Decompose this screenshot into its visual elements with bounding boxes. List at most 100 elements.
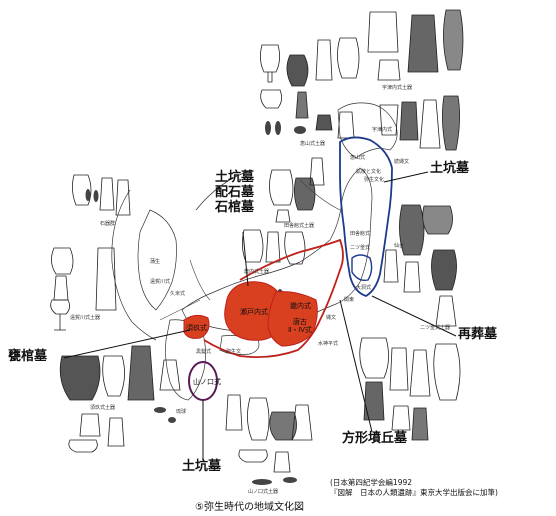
pottery-jar	[273, 451, 291, 473]
note-kunugi: 須玖式土器	[90, 405, 116, 411]
map-line	[189, 259, 211, 301]
note-tomoi: 田舎館式土器	[284, 223, 315, 229]
culture-yamanokuchi: 山ノ口式	[193, 378, 221, 386]
citation-line-1: (日本第四紀学会編1992	[330, 478, 413, 487]
pottery-jar	[367, 11, 399, 53]
kanto-small-boundary	[351, 254, 373, 282]
pottery-jar	[99, 177, 115, 211]
pottery-jar	[291, 404, 313, 441]
culture-karako: 唐古 Ⅱ・Ⅳ式	[288, 318, 312, 335]
pottery-bowl	[260, 89, 282, 109]
pottery-jar	[309, 157, 325, 186]
label-dokoubo-right: 土坑墓	[430, 161, 470, 176]
leader-line-right-mid	[371, 295, 457, 337]
pottery-jar	[411, 407, 429, 441]
pottery-jar	[431, 249, 457, 291]
map-line	[299, 179, 341, 211]
note-sendai: 仙台	[394, 243, 405, 249]
leader-line-bottom-right	[339, 299, 373, 433]
pottery-jar	[433, 343, 461, 401]
note-kume: 久米式	[170, 291, 186, 297]
note-yayoi-bunka: 弥生文化	[364, 177, 385, 183]
pottery-bowl	[68, 439, 98, 453]
pottery-jar	[403, 261, 421, 293]
north-culture-boundary	[339, 136, 393, 297]
note-kome: 黒髪式	[196, 349, 212, 355]
note-nimata: 二ツ釜式	[350, 245, 371, 251]
pottery-jar	[115, 179, 131, 216]
pottery-drawings	[50, 9, 464, 473]
note-nimata-doki: 二ツ釜式土器	[420, 325, 451, 331]
pottery-jar	[286, 54, 309, 87]
note-sekijin: 石器群	[100, 221, 116, 227]
ongagawa-boundary	[203, 238, 344, 359]
pottery-jar	[379, 104, 399, 136]
pottery-jar	[269, 169, 294, 206]
hokkaido-outline	[337, 102, 398, 159]
pottery-jar	[399, 101, 419, 141]
note-ezo: 恵山式土器	[300, 141, 326, 147]
culture-setonaikai: 瀬戸内式	[240, 308, 268, 316]
pottery-jar	[127, 345, 155, 401]
pottery-jar	[363, 381, 385, 421]
pottery-jar	[59, 355, 101, 401]
map-lines	[159, 179, 341, 321]
note-kinai-doki: 畿内式土器	[244, 269, 270, 275]
pottery-jar	[265, 231, 281, 263]
note-otsu: 大洞式	[356, 285, 372, 291]
pottery-jar	[419, 99, 441, 149]
culture-ongagawa: 遠賀川式	[150, 279, 171, 285]
pottery-jar	[443, 9, 464, 71]
pottery-jar	[242, 229, 264, 263]
pottery-jar	[95, 247, 117, 311]
note-mikawa: 水神平式	[318, 341, 339, 347]
leader-line-left	[63, 329, 191, 359]
leader-lines	[63, 171, 457, 460]
label-houkeifunkyubo: 方形墳丘墓	[342, 431, 408, 446]
pottery-bowl	[50, 299, 70, 315]
note-ezo2: 恵山式	[350, 155, 366, 161]
note-yamano-doki: 山ノ口式土器	[248, 489, 279, 495]
label-haisekibo: 配石墓	[215, 185, 255, 200]
label-dokoubo-1: 土坑墓	[215, 170, 255, 185]
pottery-jar	[72, 174, 92, 206]
pottery-bowl	[377, 59, 401, 81]
pottery-jar	[409, 349, 431, 397]
culture-kinai: 畿内式	[290, 302, 311, 310]
pottery-bowl	[391, 405, 411, 431]
label-stack-top: 土坑墓 配石墓 石棺墓	[215, 170, 254, 215]
note-kosaku: 拡散と文化	[356, 169, 382, 175]
pottery-jar	[337, 111, 355, 139]
pottery-jar	[435, 295, 457, 327]
pottery-jar	[359, 337, 389, 379]
label-saisoubo: 再葬墓	[458, 327, 498, 342]
pottery-stand	[54, 314, 66, 331]
pottery-jar	[51, 247, 74, 275]
pottery-jar	[247, 397, 270, 441]
map-line	[159, 299, 201, 321]
pottery-bowl	[422, 205, 453, 235]
pottery-jar	[442, 95, 460, 151]
label-dokoubo-bottom: 土坑墓	[182, 459, 222, 474]
label-sekkanbo: 石棺墓	[215, 200, 255, 215]
note-kanto: 関東	[344, 297, 355, 303]
japan-outline	[111, 102, 398, 401]
pottery-jar	[225, 394, 243, 431]
continent-coast	[111, 189, 157, 341]
pottery-jar	[315, 39, 333, 81]
note-jomon: 縄文	[326, 315, 337, 321]
pottery-jar	[53, 275, 69, 301]
pottery-jar	[159, 359, 181, 391]
label-kamekanbo: 甕棺墓	[8, 349, 48, 364]
note-yaki: 弥生文	[226, 349, 242, 355]
pottery-jar	[295, 91, 309, 119]
red-culture-regions	[183, 238, 344, 359]
pottery-foot	[267, 72, 273, 83]
figure-caption: ⑤弥生時代の地域文化図	[195, 502, 304, 513]
note-ryukyu: 琉球	[176, 409, 187, 415]
pottery-jar	[107, 417, 125, 447]
note-tsuki: 続縄文	[394, 159, 410, 165]
citation-line-2: 『図解 日本の人類遺跡』東京大学出版会に加筆)	[330, 488, 498, 497]
sugu-region	[183, 314, 210, 339]
note-uwaikawa: 宇津内式土器	[382, 85, 413, 91]
